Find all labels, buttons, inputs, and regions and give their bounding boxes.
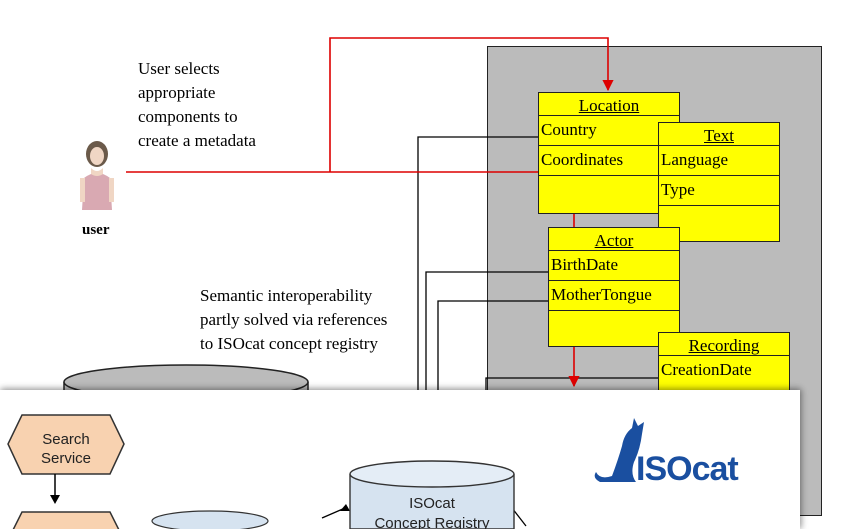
- search-service-shape: [7, 414, 125, 475]
- note-line: User selects: [138, 59, 220, 78]
- component-title: Actor: [594, 231, 634, 250]
- isocat-flow: [7, 414, 644, 529]
- note-line: appropriate: [138, 83, 216, 102]
- component-field[interactable]: Coordinates: [539, 145, 679, 175]
- isocat-panel: Search Service ISOcat Concept Registry I…: [0, 390, 800, 529]
- component-field[interactable]: CreationDate: [659, 355, 789, 385]
- component-field[interactable]: [659, 205, 779, 235]
- component-field[interactable]: [549, 310, 679, 340]
- component-title: Location: [578, 96, 640, 115]
- note-line: Semantic interoperability: [200, 286, 373, 305]
- isocat-logo-text: ISOcat: [636, 450, 739, 488]
- note-line: create a metadata: [138, 131, 256, 150]
- user-avatar-icon: [80, 141, 114, 210]
- component-field[interactable]: BirthDate: [549, 250, 679, 280]
- component-field[interactable]: MotherTongue: [549, 280, 679, 310]
- component-field[interactable]: Type: [659, 175, 779, 205]
- label-line: ISOcat: [409, 495, 455, 512]
- label-line: Service: [40, 450, 92, 467]
- note-line: components to: [138, 107, 238, 126]
- registry-label: ISOcat Concept Registry: [350, 494, 514, 529]
- note-line: partly solved via references: [200, 310, 388, 329]
- component-title: Text: [704, 126, 734, 145]
- search-service-label[interactable]: Search Service: [22, 430, 110, 468]
- label-line: Search: [42, 431, 90, 448]
- label-line: Concept Registry: [374, 515, 490, 529]
- component-title: Recording: [688, 336, 760, 355]
- user-label: user: [82, 222, 110, 238]
- component-field[interactable]: Language: [659, 145, 779, 175]
- cat-logo-icon: [594, 418, 644, 482]
- note-line: to ISOcat concept registry: [200, 334, 378, 353]
- user-action-note: User selects appropriate components to c…: [138, 57, 256, 153]
- location-component[interactable]: Location Country Coordinates: [538, 92, 680, 214]
- component-field[interactable]: [539, 175, 679, 205]
- actor-component[interactable]: Actor BirthDate MotherTongue: [548, 227, 680, 347]
- text-component[interactable]: Text Language Type: [658, 122, 780, 242]
- semantic-note: Semantic interoperability partly solved …: [200, 284, 387, 356]
- component-field[interactable]: Country: [539, 115, 679, 145]
